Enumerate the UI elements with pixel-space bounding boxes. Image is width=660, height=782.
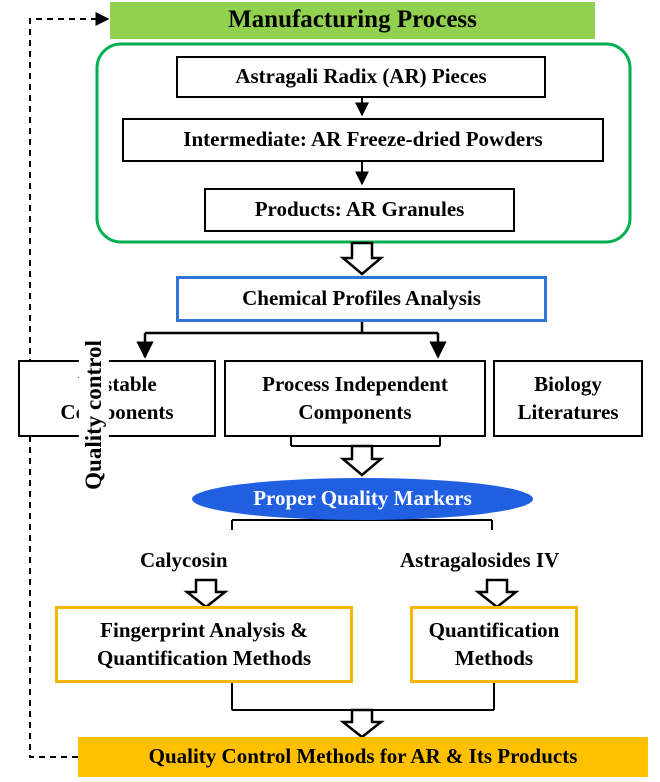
manufacturing-process-title: Manufacturing Process [110, 2, 595, 39]
astragaloside-label: Astragalosides IV [400, 548, 560, 572]
block-arrow-calycosin [183, 578, 229, 609]
quality-control-loop [29, 12, 110, 758]
title-text: Manufacturing Process [228, 6, 477, 34]
step-pieces: Astragali Radix (AR) Pieces [176, 56, 546, 98]
quality-control-label: Quality control [78, 336, 109, 494]
proper-quality-markers: Proper Quality Markers [192, 478, 533, 520]
chemical-profiles-analysis: Chemical Profiles Analysis [176, 276, 547, 322]
block-arrow-to-final [339, 708, 385, 739]
block-arrow-to-analysis [339, 241, 385, 276]
fingerprint-quantification-methods: Fingerprint Analysis &Quantification Met… [55, 606, 353, 683]
step-intermediate: Intermediate: AR Freeze-dried Powders [122, 118, 604, 162]
block-arrow-to-markers [339, 444, 385, 477]
calycosin-label: Calycosin [140, 548, 228, 572]
block-arrow-astragaloside [474, 578, 520, 609]
quality-control-methods: Quality Control Methods for AR & Its Pro… [78, 737, 648, 777]
step-products: Products: AR Granules [204, 188, 515, 232]
